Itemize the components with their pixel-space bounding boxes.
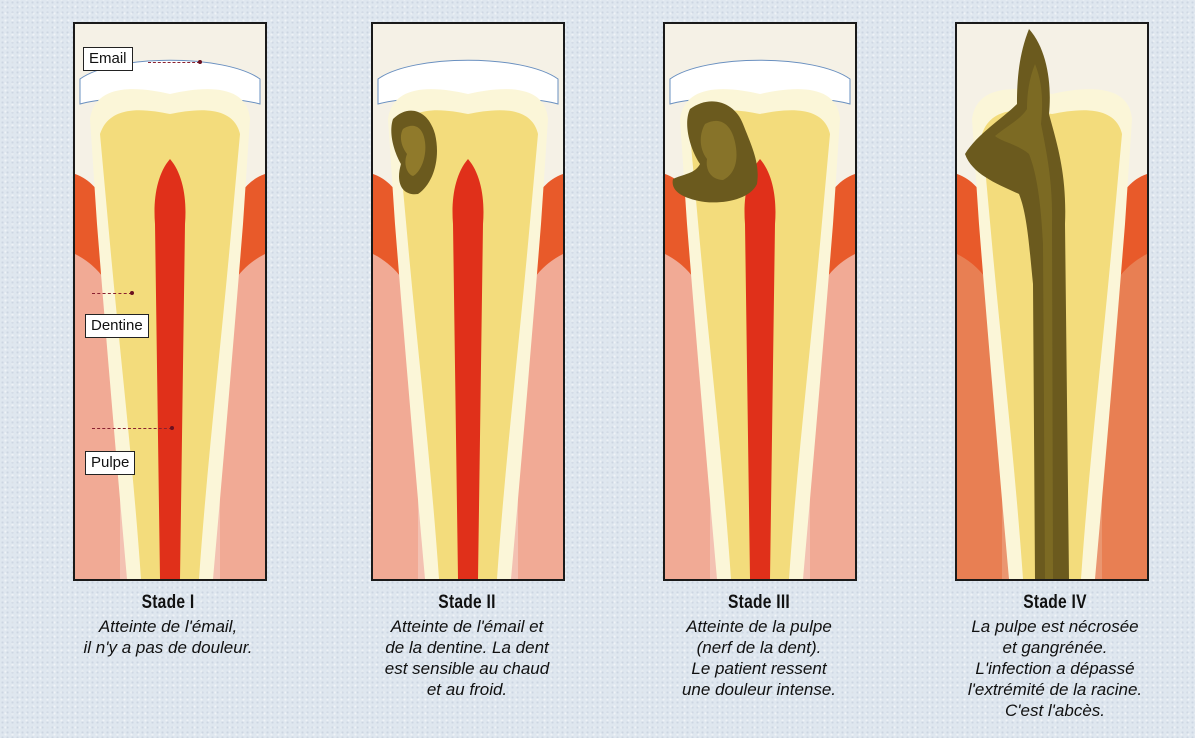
stage-4-caption: Stade IV La pulpe est nécrosée et gangré… xyxy=(930,592,1180,721)
stage-3-panel xyxy=(663,22,857,581)
pulpe-label: Pulpe xyxy=(85,451,135,475)
stage-1-caption: Stade I Atteinte de l'émail, il n'y a pa… xyxy=(43,592,293,658)
stage-3-title: Stade III xyxy=(657,592,862,614)
dentine-leader xyxy=(92,293,132,294)
stage-1-title: Stade I xyxy=(66,592,271,614)
stage-2-caption: Stade II Atteinte de l'émail et de la de… xyxy=(342,592,592,700)
tooth-pulp xyxy=(155,159,186,579)
stage-4-tooth xyxy=(957,24,1147,579)
email-dot xyxy=(198,60,202,64)
email-leader xyxy=(148,62,200,63)
stage-1-tooth xyxy=(75,24,265,579)
stage-2-description: Atteinte de l'émail et de la dentine. La… xyxy=(342,616,592,700)
stage-2-tooth xyxy=(373,24,563,579)
stage-2-panel xyxy=(371,22,565,581)
stage-3-tooth xyxy=(665,24,855,579)
stage-1-description: Atteinte de l'émail, il n'y a pas de dou… xyxy=(43,616,293,658)
stage-1-panel xyxy=(73,22,267,581)
email-label: Email xyxy=(83,47,133,71)
pulpe-leader xyxy=(92,428,172,429)
stage-2-title: Stade II xyxy=(365,592,570,614)
stage-4-description: La pulpe est nécrosée et gangrénée. L'in… xyxy=(930,616,1180,721)
stage-3-caption: Stade III Atteinte de la pulpe (nerf de … xyxy=(634,592,884,700)
dentine-label: Dentine xyxy=(85,314,149,338)
pulpe-dot xyxy=(170,426,174,430)
dentine-dot xyxy=(130,291,134,295)
stage-4-panel xyxy=(955,22,1149,581)
stage-3-description: Atteinte de la pulpe (nerf de la dent). … xyxy=(634,616,884,700)
stage-4-title: Stade IV xyxy=(953,592,1158,614)
